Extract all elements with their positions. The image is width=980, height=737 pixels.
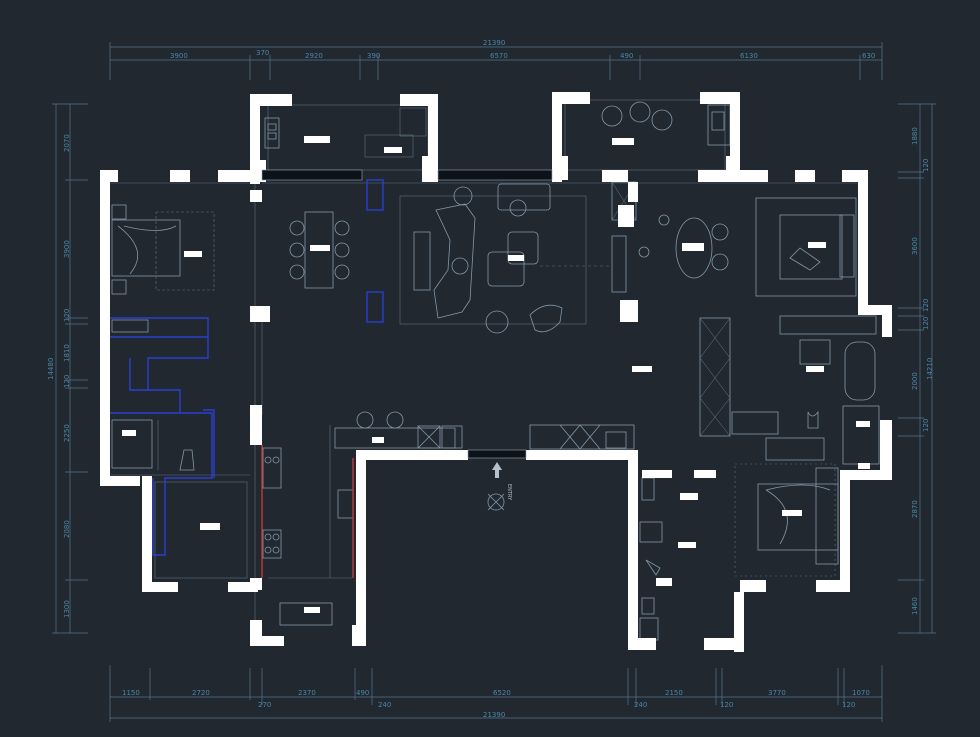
dimension-lines xyxy=(52,42,936,722)
room-tag xyxy=(682,243,704,251)
dim-bottom-10: 240 xyxy=(378,701,391,709)
room-tags xyxy=(122,136,870,613)
dim-left-2: 3900 xyxy=(63,240,71,258)
dim-left-6: 2250 xyxy=(63,424,71,442)
room-tag xyxy=(184,251,202,257)
highlight-outline xyxy=(110,179,384,556)
room-tag xyxy=(372,437,384,443)
dim-bottom-7: 3770 xyxy=(768,689,786,697)
room-tag xyxy=(858,463,870,469)
dim-top-8: 630 xyxy=(862,52,875,60)
entry-marker: ENTRY xyxy=(487,462,512,511)
dim-right-total: 14210 xyxy=(926,358,934,380)
room-tag xyxy=(200,523,220,530)
dim-bottom-6: 2150 xyxy=(665,689,683,697)
dimension-texts: 21390 3900 370 2920 390 6570 490 6130 63… xyxy=(47,39,934,719)
dim-top-6: 490 xyxy=(620,52,633,60)
dim-bottom-13: 120 xyxy=(842,701,855,709)
entry-label: ENTRY xyxy=(506,484,512,501)
dim-bottom-total: 21390 xyxy=(483,711,505,719)
room-tag xyxy=(508,255,524,261)
dim-bottom-5: 6520 xyxy=(493,689,511,697)
dim-right-1: 1880 xyxy=(911,127,919,145)
room-tag xyxy=(808,242,826,248)
dim-bottom-4: 490 xyxy=(356,689,369,697)
room-tag xyxy=(632,366,652,372)
room-tag xyxy=(782,510,802,516)
dim-right-6: 2000 xyxy=(911,372,919,390)
dim-left-1: 2070 xyxy=(63,134,71,152)
dim-right-5: 120 xyxy=(922,317,930,330)
red-edge-lines xyxy=(261,445,354,578)
dim-bottom-2: 2720 xyxy=(192,689,210,697)
dim-top-4: 390 xyxy=(367,52,380,60)
room-tag xyxy=(384,147,402,153)
dim-right-7: 120 xyxy=(922,419,930,432)
dim-bottom-12: 120 xyxy=(720,701,733,709)
dim-left-5: 120 xyxy=(63,375,71,388)
room-tag xyxy=(612,138,634,145)
dim-top-1: 3900 xyxy=(170,52,188,60)
dim-left-8: 1300 xyxy=(63,600,71,618)
dim-left-4: 1810 xyxy=(63,344,71,362)
dim-bottom-11: 240 xyxy=(634,701,647,709)
dim-top-total: 21390 xyxy=(483,39,505,47)
dim-bottom-1: 1150 xyxy=(122,689,140,697)
dim-left-total: 14480 xyxy=(47,358,55,380)
room-tag xyxy=(806,366,824,372)
dim-bottom-9: 270 xyxy=(258,701,271,709)
dim-bottom-8: 1070 xyxy=(852,689,870,697)
room-tag xyxy=(680,493,698,500)
dim-right-9: 1460 xyxy=(911,597,919,615)
dim-top-5: 6570 xyxy=(490,52,508,60)
walls xyxy=(100,92,892,652)
dim-right-2: 120 xyxy=(922,159,930,172)
room-tag xyxy=(304,607,320,613)
dim-right-4: 120 xyxy=(922,299,930,312)
dim-bottom-3: 2370 xyxy=(298,689,316,697)
dim-left-3: 120 xyxy=(63,309,71,322)
dim-left-7: 2080 xyxy=(63,520,71,538)
dim-top-3: 2920 xyxy=(305,52,323,60)
room-tag xyxy=(310,245,330,251)
dim-top-2: 370 xyxy=(256,49,269,57)
dim-right-8: 2870 xyxy=(911,500,919,518)
dim-top-7: 6130 xyxy=(740,52,758,60)
room-tag xyxy=(122,430,136,436)
room-tag xyxy=(304,136,330,143)
room-tag xyxy=(856,421,870,427)
room-tag xyxy=(678,542,696,548)
dim-right-3: 3600 xyxy=(911,237,919,255)
